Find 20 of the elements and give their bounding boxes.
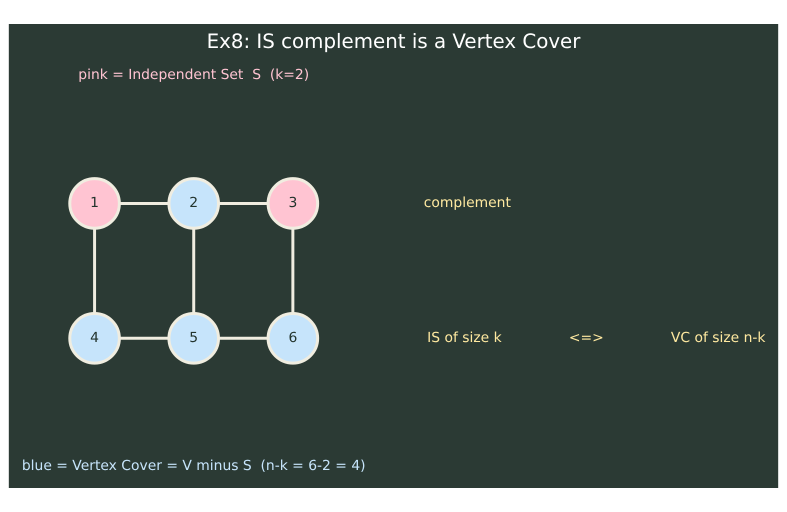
label: VC of size n-k xyxy=(670,330,766,346)
label: complement xyxy=(424,195,511,212)
label: pink = Independent Set S (k=2) xyxy=(78,67,310,84)
node-circle: 4 xyxy=(68,312,121,365)
node-circle: 5 xyxy=(167,312,220,365)
connector xyxy=(119,336,169,340)
connector xyxy=(218,202,268,205)
label: blue = Vertex Cover = V minus S (n-k = 6-2 = 4) xyxy=(22,458,366,474)
connector xyxy=(291,228,294,314)
diagram-title: Ex8: IS complement is a Vertex Cover xyxy=(206,30,580,53)
node-circle: 2 xyxy=(167,177,220,230)
node-circle: 6 xyxy=(266,312,320,365)
node-circle: 1 xyxy=(68,177,121,230)
connector xyxy=(119,202,169,205)
connector xyxy=(218,336,268,340)
label: <=> xyxy=(568,330,604,346)
node-circle: 3 xyxy=(266,177,320,230)
connector xyxy=(192,228,196,314)
label: IS of size k xyxy=(427,330,502,346)
connector xyxy=(93,228,96,314)
